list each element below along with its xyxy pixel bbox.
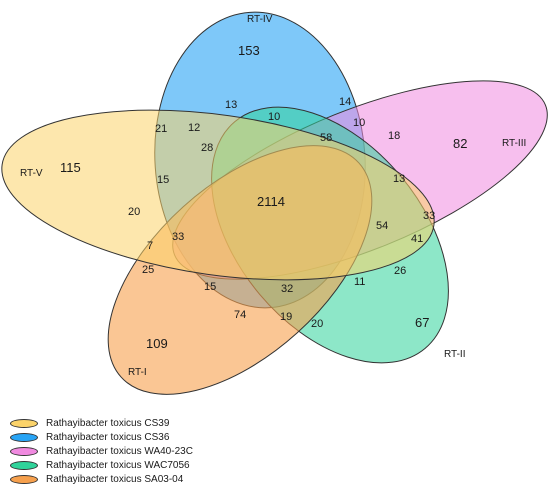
region-count: 21 [155,123,167,135]
region-count: 115 [60,160,81,175]
region-count: 15 [157,174,169,186]
venn-diagram: RT-IV RT-III RT-V RT-I RT-II 153 82 115 … [1,11,548,395]
region-count: 41 [411,233,423,245]
legend-swatch-icon [10,474,38,484]
region-count: 32 [281,283,293,295]
region-count: 12 [188,122,200,134]
region-count: 20 [128,206,140,218]
legend-label: Rathayibacter toxicus CS36 [46,431,170,443]
legend-swatch-icon [10,446,38,456]
region-count: 58 [320,132,332,144]
legend-swatch-icon [10,432,38,442]
region-count: 28 [201,142,213,154]
region-count: 13 [225,99,237,111]
region-count: 54 [376,220,388,232]
region-count: 153 [238,43,260,58]
region-count: 10 [353,117,365,129]
set-label-rt-i: RT-I [128,367,147,378]
region-count: 82 [453,136,467,151]
region-count: 20 [311,318,323,330]
region-count: 74 [234,309,246,321]
legend-item: Rathayibacter toxicus WA40-23C [10,444,310,458]
region-count: 33 [423,210,435,222]
region-count: 2114 [257,194,285,209]
region-count: 10 [268,111,280,123]
legend-item: Rathayibacter toxicus CS39 [10,416,310,430]
set-rt-v-ellipse [1,109,435,281]
set-label-rt-iii: RT-III [502,138,526,149]
region-count: 109 [146,336,168,351]
region-count: 25 [142,264,154,276]
region-count: 14 [339,96,351,108]
set-label-rt-ii: RT-II [444,349,465,360]
legend-label: Rathayibacter toxicus CS39 [46,417,170,429]
region-count: 33 [172,231,184,243]
region-count: 26 [394,265,406,277]
region-count: 13 [393,173,405,185]
legend-label: Rathayibacter toxicus SA03-04 [46,473,184,485]
legend-item: Rathayibacter toxicus WAC7056 [10,458,310,472]
legend-label: Rathayibacter toxicus WA40-23C [46,445,193,457]
region-count: 11 [354,276,365,288]
set-label-rt-v: RT-V [20,168,43,179]
region-count: 18 [388,130,400,142]
legend-item: Rathayibacter toxicus SA03-04 [10,472,310,486]
legend-swatch-icon [10,418,38,428]
legend-swatch-icon [10,460,38,470]
set-label-rt-iv: RT-IV [247,14,273,25]
region-count: 19 [280,311,292,323]
region-count: 67 [415,315,429,330]
region-count: 15 [204,281,216,293]
legend: Rathayibacter toxicus CS39 Rathayibacter… [10,416,310,486]
legend-label: Rathayibacter toxicus WAC7056 [46,459,190,471]
legend-item: Rathayibacter toxicus CS36 [10,430,310,444]
region-count: 7 [147,240,153,252]
